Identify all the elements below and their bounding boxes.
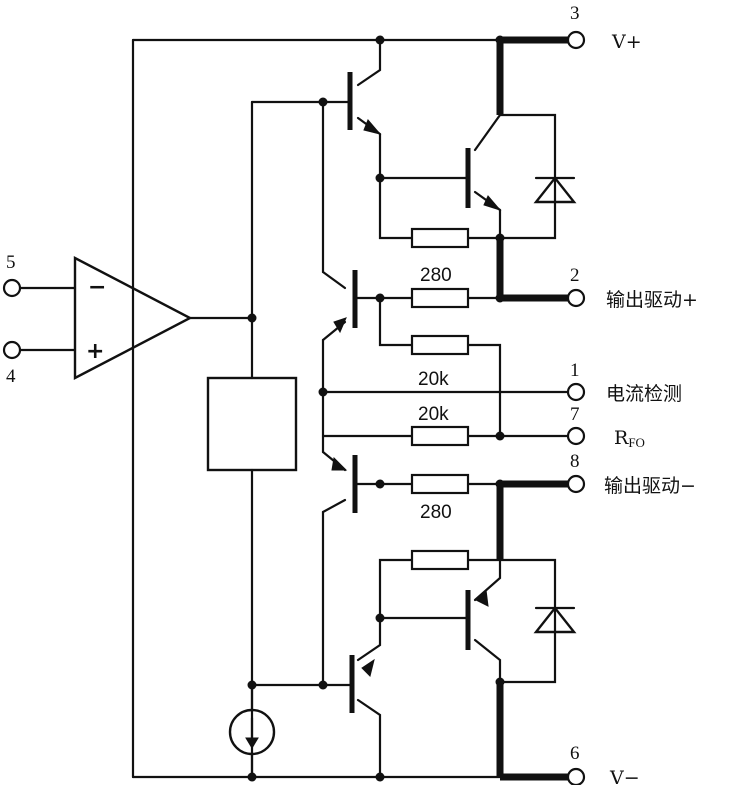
pin-8-terminal (566, 474, 586, 494)
pin-7-number: 7 (570, 404, 580, 425)
bias-block (206, 376, 298, 472)
pin-5-terminal (2, 278, 22, 298)
pin-2-terminal (566, 288, 586, 308)
resistor-20k-bottom-label: 20k (418, 404, 449, 425)
pin-1-terminal (566, 382, 586, 402)
resistors (410, 227, 470, 571)
pin-6-label: V− (609, 767, 640, 785)
resistor-20k-top (410, 334, 470, 356)
transistor-q3 (463, 148, 502, 211)
transistor-q1 (321, 72, 382, 135)
resistor-280-bottom (410, 473, 470, 495)
opamp-minus-sign: − (88, 275, 106, 300)
resistor-20k-bottom (410, 425, 470, 447)
power-traces (496, 36, 568, 781)
transistor-q2 (333, 270, 358, 334)
diode-top-icon (533, 176, 577, 204)
resistor-bottom-bias (410, 549, 470, 571)
pin-2-number: 2 (570, 265, 580, 286)
pin-8-number: 8 (570, 451, 580, 472)
pin-3-number: 3 (570, 3, 580, 24)
resistor-280-top (410, 287, 470, 309)
pin-5-number: 5 (6, 252, 16, 273)
op-amp: − + (73, 256, 193, 380)
resistor-280-top-label: 280 (420, 265, 452, 286)
pin-6-terminal (566, 767, 586, 785)
pin-terminals (2, 30, 586, 785)
pin-6-number: 6 (570, 743, 580, 764)
pin-4-number: 4 (6, 366, 16, 387)
pin-4-terminal (2, 340, 22, 360)
pin-1-number: 1 (570, 360, 580, 381)
resistor-top-bias (410, 227, 470, 249)
pin-3-label: V+ (611, 31, 642, 53)
current-source-icon (228, 708, 276, 756)
wiring (18, 38, 570, 779)
pin-3-terminal (566, 30, 586, 50)
pin-8-label: 输出驱动− (604, 475, 696, 497)
transistor-q6 (321, 655, 375, 713)
transistor-q4 (331, 455, 358, 513)
pin-7-label: RFO (614, 427, 645, 450)
pin-1-label: 电流检测 (606, 383, 682, 405)
pin-2-label: 输出驱动+ (606, 289, 698, 311)
transistor-q5 (463, 588, 489, 650)
junction-dots (247, 35, 505, 782)
resistor-20k-top-label: 20k (418, 369, 449, 390)
diode-bottom-icon (533, 606, 577, 634)
resistor-280-bottom-label: 280 (420, 502, 452, 523)
pin-7-terminal (566, 426, 586, 446)
opamp-plus-sign: + (86, 339, 104, 364)
